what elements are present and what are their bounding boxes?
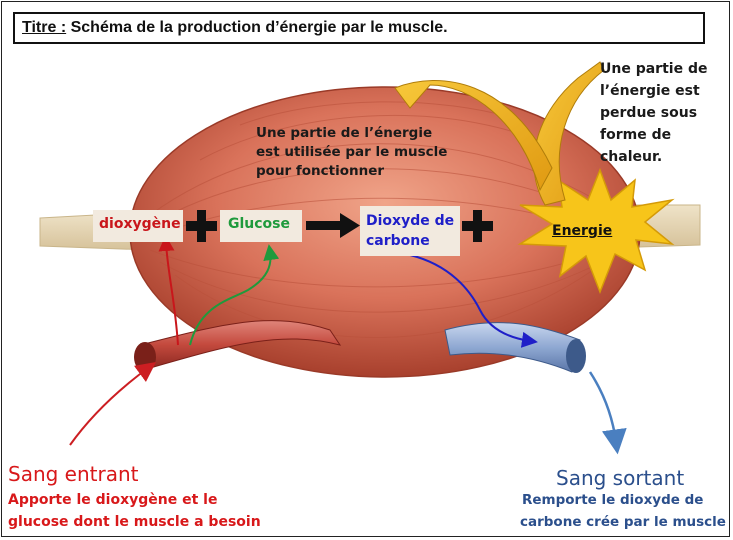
glucose-label: Glucose — [220, 210, 302, 242]
title-text: Schéma de la production d’énergie par le… — [70, 19, 448, 36]
incoming-line2: glucose dont le muscle a besoin — [8, 514, 261, 530]
dioxyde-line2: carbone — [366, 233, 430, 249]
energy-star — [517, 167, 675, 295]
dioxyde-label: Dioxyde de carbone — [360, 206, 460, 256]
energy-used-line1: Une partie de l’énergie — [256, 125, 433, 141]
energy-lost-line1: Une partie de — [600, 61, 708, 77]
vein-vessel — [444, 322, 586, 373]
title-box: Titre : Schéma de la production d’énergi… — [13, 12, 705, 44]
plus-sign-1 — [186, 210, 217, 242]
plus-sign-2 — [462, 210, 493, 242]
co2-arrow — [409, 254, 538, 348]
outgoing-heading: Sang sortant — [556, 466, 685, 490]
oxygen-arrow — [158, 235, 179, 346]
outgoing-line1: Remporte le dioxyde de — [522, 492, 704, 508]
glucose-arrow — [189, 244, 280, 346]
incoming-heading: Sang entrant — [8, 462, 139, 486]
energy-used-line2: est utilisée par le muscle — [256, 144, 448, 160]
incoming-line1: Apporte le dioxygène et le — [8, 492, 218, 508]
yields-arrow — [306, 213, 360, 238]
dioxygene-label: dioxygène — [93, 210, 183, 242]
energie-label: Energie — [552, 223, 613, 239]
energy-used-line3: pour fonctionner — [256, 163, 385, 179]
outgoing-line2: carbone crée par le muscle — [520, 514, 726, 530]
title-prefix: Titre : — [22, 19, 67, 36]
energy-lost-text: Une partie de l’énergie est perdue sous … — [600, 58, 707, 168]
energy-used-arrow — [394, 80, 553, 192]
outgoing-description: Remporte le dioxyde de carbone crée par … — [520, 489, 726, 533]
energy-lost-line2: l’énergie est — [600, 83, 700, 99]
incoming-description: Apporte le dioxygène et le glucose dont … — [8, 489, 261, 533]
energy-lost-line3: perdue sous — [600, 105, 698, 121]
incoming-blood-arrow — [69, 362, 157, 446]
outgoing-blood-arrow — [588, 371, 627, 455]
energy-lost-line4: forme de — [600, 127, 672, 143]
energy-used-text: Une partie de l’énergie est utilisée par… — [256, 124, 447, 181]
energy-lost-line5: chaleur. — [600, 149, 663, 165]
dioxyde-line1: Dioxyde de — [366, 213, 455, 229]
